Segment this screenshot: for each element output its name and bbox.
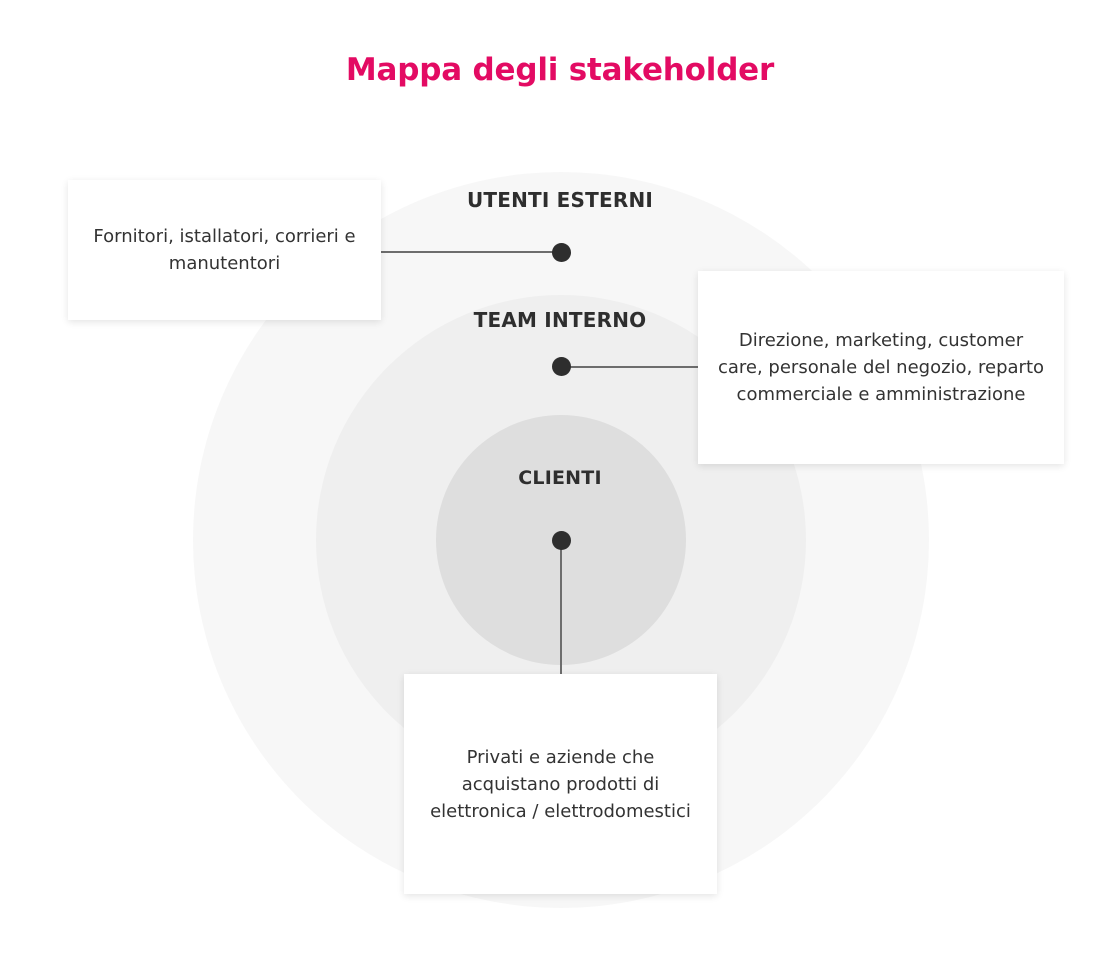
connector-dot-customers <box>552 531 571 550</box>
callout-customers-text: Privati e aziende che acquistano prodott… <box>430 746 691 822</box>
connector-dot-internal-team <box>552 357 571 376</box>
page-title: Mappa degli stakeholder <box>345 52 775 88</box>
callout-internal-team: Direzione, marketing, customer care, per… <box>698 271 1064 464</box>
callout-customers: Privati e aziende che acquistano prodott… <box>404 674 717 894</box>
callout-suppliers-text: Fornitori, istallatori, corrieri e manut… <box>93 226 356 274</box>
connector-line-suppliers <box>381 251 561 253</box>
connector-line-internal-team <box>561 366 698 368</box>
connector-line-customers <box>560 540 562 674</box>
connector-dot-suppliers <box>552 243 571 262</box>
ring-label-team-interno: TEAM INTERNO <box>473 308 647 332</box>
callout-suppliers: Fornitori, istallatori, corrieri e manut… <box>68 180 381 320</box>
ring-label-utenti-esterni: UTENTI ESTERNI <box>466 188 654 212</box>
ring-label-clienti: CLIENTI <box>518 467 602 489</box>
callout-internal-team-text: Direzione, marketing, customer care, per… <box>717 330 1045 405</box>
